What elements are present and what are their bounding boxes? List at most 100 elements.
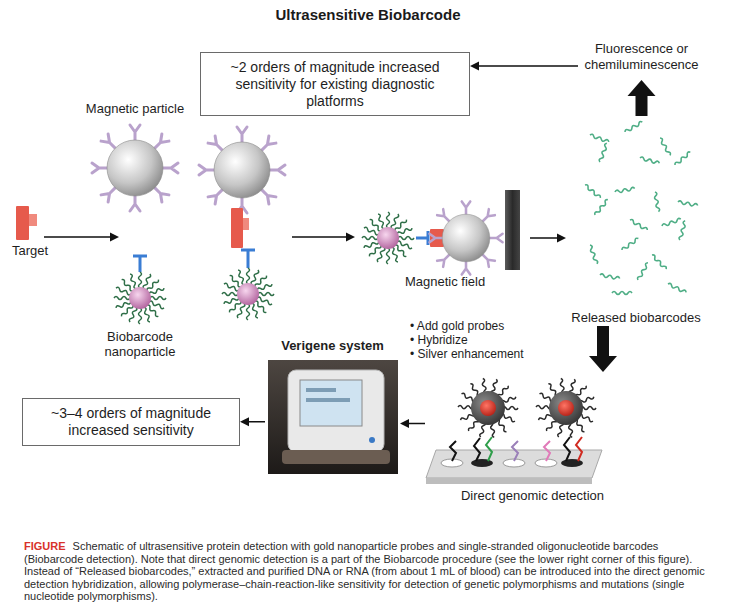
magnet-node: Magnetic field [405,186,530,290]
flow-arrow [240,417,265,426]
verigene-device [288,370,384,452]
separated-complex [362,212,414,264]
result-box: ~2 orders of magnitude increased sensiti… [200,52,470,116]
detection-chip [426,478,592,484]
caption-block: FIGURESchematic of ultrasensitive protei… [24,540,714,603]
flow-arrow [400,419,425,428]
part-label: Biobarcode nanoparticle [105,329,176,359]
barcode-node: Released biobarcodes [566,116,706,326]
detection-chip [486,437,492,461]
released-barcodes [679,220,687,240]
separated-complex [429,201,502,274]
verigene-device [268,360,398,474]
detection-chip [536,378,596,437]
node-label: Direct genomic detection [425,488,640,504]
detection-chip [544,441,550,461]
arrow-shape [589,326,617,372]
box-text: ~2 orders of magnitude increased sensiti… [211,59,459,109]
detection-chip [474,438,480,461]
target-molecule [16,206,37,240]
verigene-device [369,437,375,443]
flow-arrow [530,234,566,243]
capture-complex [241,250,255,268]
biobarcode-nanoparticle [114,272,166,324]
released-barcodes [661,218,681,228]
verigene-device [306,388,336,392]
released-barcodes [600,274,620,280]
step-arrow [292,233,355,242]
magnetic-particle [92,125,178,211]
part-label: Target [12,243,48,258]
target-molecule [16,206,29,240]
box-text: ~3–4 orders of magnitude increased sensi… [33,405,229,439]
magnet-bar [505,190,520,270]
block-arrow [589,326,617,372]
label-holder: Target [2,244,58,259]
verigene-device [300,380,362,426]
step-arrow [44,233,119,242]
detection-chip [471,459,493,467]
separated-complex [362,201,503,274]
title-holder: Ultrasensitive Biobarcode [0,6,736,24]
capture-complex [243,218,249,230]
node-label: Verigene system [265,338,400,354]
released-barcodes [640,157,660,165]
released-barcodes [624,121,643,134]
chip-node: Direct genomic detection [425,372,640,504]
released-barcodes [584,121,698,295]
released-barcodes [621,237,639,251]
label-holder: Biobarcode nanoparticle [80,330,200,360]
capture-complex [231,208,243,248]
label-holder: • Add gold probes [410,320,560,334]
detection-chip [426,450,602,478]
label-holder: • Hybridize [410,334,560,348]
detection-chip [561,459,583,467]
capture-complex [199,127,285,320]
released-barcodes [599,143,609,163]
released-barcodes [615,187,635,193]
detection-chip [576,437,582,461]
result-box: ~3–4 orders of magnitude increased sensi… [22,398,240,446]
antibody-stick [133,256,147,272]
separated-complex [429,201,502,274]
part-label: Magnetic particle [86,101,184,116]
detection-chip [512,441,518,461]
released-barcodes [667,283,686,294]
diagram-title: Ultrasensitive Biobarcode [275,6,460,23]
step-bullet: • Add gold probes [410,319,504,333]
step-bullet: • Hybridize [410,333,468,347]
released-barcodes [594,199,609,216]
verigene-device [268,360,398,474]
step-bullet: • Silver enhancement [410,347,524,361]
node-label: Fluorescence or chemiluminescence [578,41,705,72]
released-barcodes [654,192,660,212]
biobarcode-nanoparticle [114,272,166,324]
node-label: Released biobarcodes [566,310,706,326]
capture-complex [222,268,274,320]
arrow-shape [470,62,578,71]
verigene-device [282,450,390,464]
released-barcodes [629,219,648,232]
released-barcodes [612,292,632,295]
readout-node: Fluorescence or chemiluminescence [578,34,705,80]
verigene-device [306,398,350,402]
arrow-shape [530,234,566,243]
released-barcodes [659,137,672,156]
released-barcodes [678,201,698,207]
target-molecule [29,214,37,226]
released-barcodes [651,254,667,270]
figure-tag: FIGURE [24,540,66,552]
arrow-shape [240,417,265,426]
detection-chip [450,441,456,461]
arrow-shape [628,80,656,116]
arrow-shape [400,419,425,428]
figure-caption: Schematic of ultrasensitive protein dete… [24,540,705,602]
detection-chip [458,378,518,437]
detection-chip [426,378,602,484]
separated-complex [416,231,428,245]
flow-arrow [470,62,578,71]
released-barcodes [637,262,650,281]
detection-chip [564,437,570,461]
released-barcodes [674,151,691,166]
